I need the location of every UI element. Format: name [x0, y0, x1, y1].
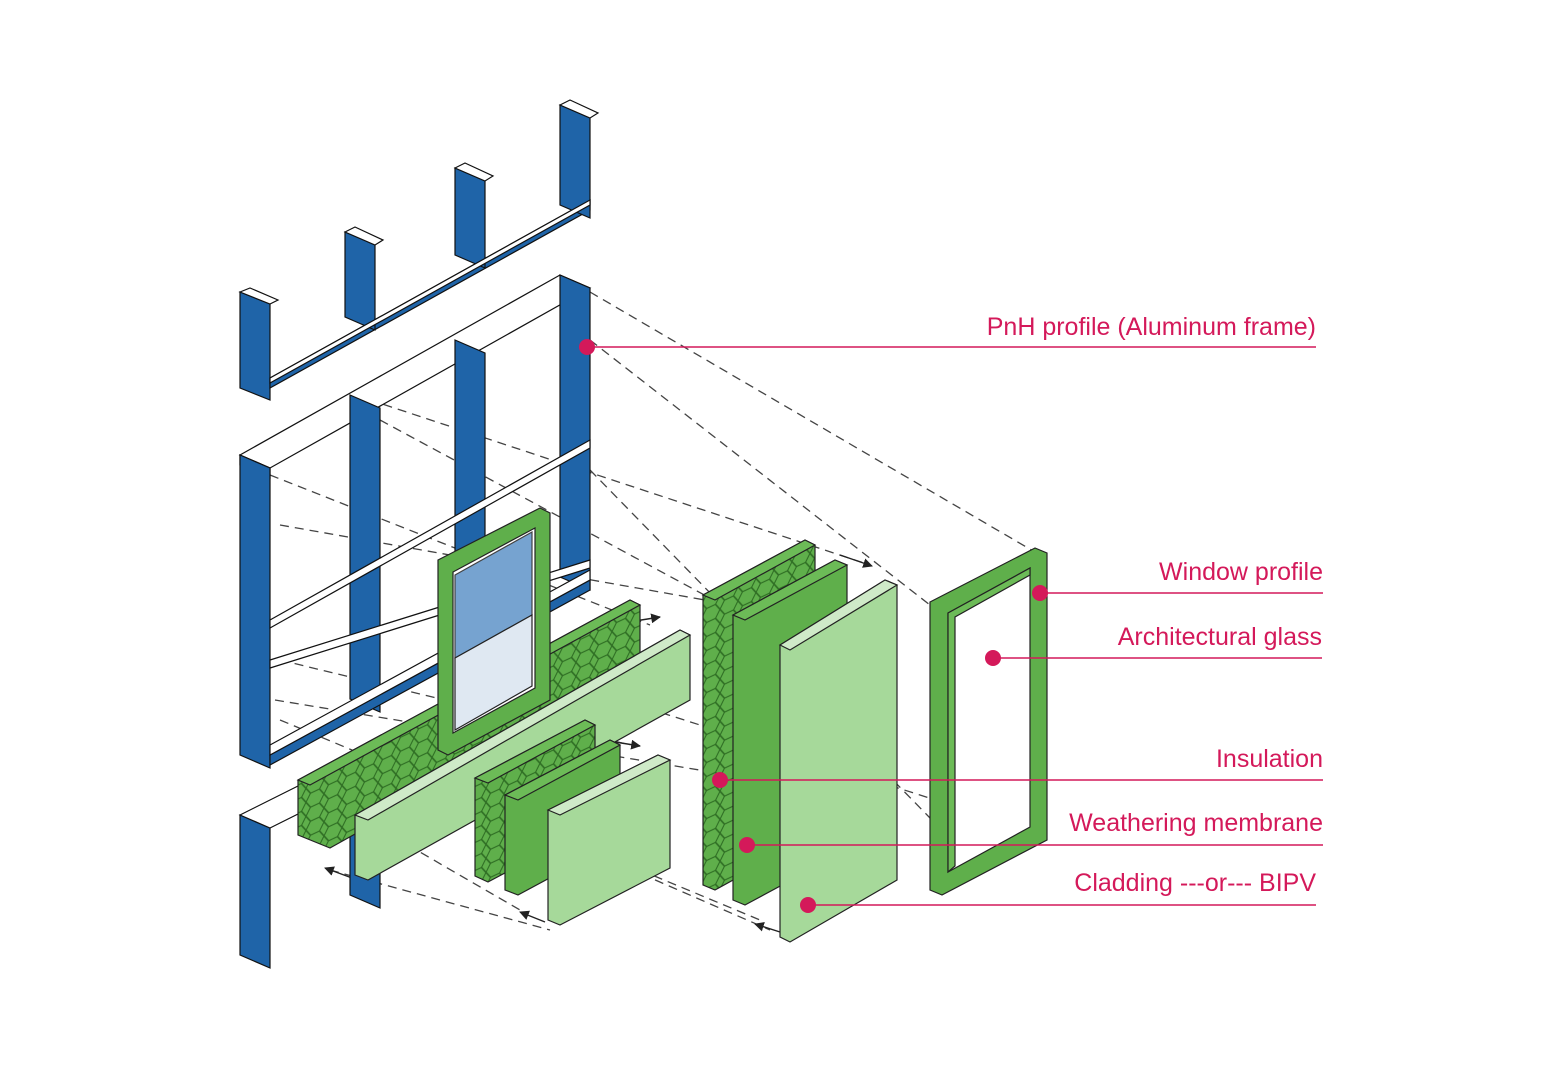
arrowhead-icon	[754, 922, 781, 933]
callout-dot-icon	[712, 772, 728, 788]
callout-dot-icon	[579, 339, 595, 355]
label-window-profile: Window profile	[1159, 558, 1323, 586]
arrowhead-icon	[519, 910, 546, 923]
small-window	[437, 507, 551, 756]
label-architectural-glass: Architectural glass	[1117, 623, 1322, 651]
callout-dot-icon	[739, 837, 755, 853]
arrowhead-icon	[324, 866, 353, 879]
label-pnh-profile: PnH profile (Aluminum frame)	[986, 313, 1316, 341]
callout-dots	[579, 339, 1048, 913]
label-insulation: Insulation	[1215, 745, 1323, 773]
window-profile	[929, 547, 1048, 896]
arrowhead-icon	[839, 554, 873, 568]
large-layers	[701, 539, 899, 943]
label-cladding-bipv: Cladding ---or--- BIPV	[1074, 869, 1316, 897]
callout-dot-icon	[985, 650, 1001, 666]
label-weathering-membrane: Weathering membrane	[1069, 809, 1323, 837]
callout-dot-icon	[800, 897, 816, 913]
callout-dot-icon	[1032, 585, 1048, 601]
arrowhead-icon	[614, 739, 641, 750]
callout-leaders	[587, 346, 1323, 906]
